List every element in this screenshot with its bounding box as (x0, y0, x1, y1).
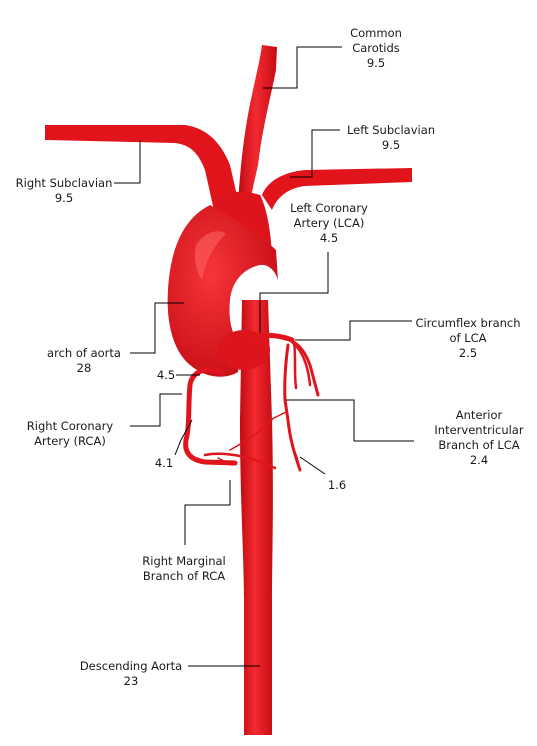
label-right-marginal-line2: Branch of RCA (142, 569, 226, 583)
label-arch: arch of aorta 28 (47, 346, 121, 376)
leader-arch (130, 302, 184, 354)
label-circumflex: Circumflex branch of LCA 2.5 (415, 316, 520, 361)
leader-circumflex (295, 320, 412, 341)
label-rca-branch-value: 4.1 (154, 456, 174, 470)
label-descending-aorta-line1: Descending Aorta (79, 659, 183, 673)
label-aib-line1: Anterior (455, 408, 503, 422)
label-lca-line2: Artery (LCA) (293, 216, 365, 230)
leader-rca-branch (174, 419, 193, 456)
right-coronary-branches (183, 367, 277, 470)
left-coronary-branches (252, 332, 320, 472)
label-small-branch-value: 1.6 (327, 478, 347, 492)
leader-anterior-interventricular (286, 399, 414, 442)
leader-left-subclavian (290, 129, 340, 178)
label-right-marginal: Right Marginal Branch of RCA (142, 554, 225, 584)
left-subclavian (262, 168, 412, 210)
leader-rca (130, 393, 182, 427)
descending-aorta (240, 300, 273, 735)
aortic-arch (167, 205, 278, 377)
label-left-subclavian-line1: Left Subclavian (346, 123, 436, 137)
leader-small-branch (299, 456, 326, 475)
label-descending-aorta: Descending Aorta 23 (80, 659, 182, 689)
label-circumflex-line1: Circumflex branch (415, 316, 521, 330)
label-aib-line3: Branch of LCA (438, 438, 520, 452)
common-carotid (238, 45, 277, 210)
label-rca-line1: Right Coronary (26, 419, 114, 433)
right-subclavian (45, 125, 238, 215)
label-rca-origin-value: 4.5 (156, 368, 176, 382)
label-descending-aorta-value: 23 (123, 674, 139, 688)
label-aib-value: 2.4 (469, 453, 489, 467)
leader-right-subclavian (114, 140, 141, 184)
label-common-carotids: Common Carotids 9.5 (350, 26, 402, 71)
arch-highlight (194, 231, 226, 280)
label-right-subclavian: Right Subclavian 9.5 (16, 176, 113, 206)
label-circumflex-line2: of LCA (449, 331, 487, 345)
label-circumflex-value: 2.5 (458, 346, 478, 360)
leader-right-marginal (184, 480, 231, 545)
label-common-carotids-value: 9.5 (366, 56, 386, 70)
label-rca-line2: Artery (RCA) (34, 434, 106, 448)
label-aib-line2: Interventricular (434, 423, 524, 437)
label-left-subclavian-value: 9.5 (381, 138, 401, 152)
label-right-subclavian-line1: Right Subclavian (15, 176, 113, 190)
leader-lines (114, 46, 414, 667)
label-lca-value: 4.5 (319, 231, 339, 245)
label-rca-branch: 4.1 (155, 456, 173, 471)
leader-common-carotids (263, 46, 342, 89)
label-arch-value: 28 (76, 361, 92, 375)
label-common-carotids-line1: Common (350, 26, 402, 40)
label-common-carotids-line2: Carotids (352, 41, 400, 55)
label-small-branch: 1.6 (328, 478, 346, 493)
label-lca-line1: Left Coronary (290, 201, 368, 215)
label-rca: Right Coronary Artery (RCA) (27, 419, 113, 449)
label-anterior-interventricular: Anterior Interventricular Branch of LCA … (434, 408, 523, 468)
label-right-marginal-line1: Right Marginal (142, 554, 226, 568)
leader-lca (259, 252, 329, 333)
label-right-subclavian-value: 9.5 (54, 191, 74, 205)
label-rca-origin: 4.5 (157, 368, 175, 383)
label-left-subclavian: Left Subclavian 9.5 (347, 123, 435, 153)
label-lca: Left Coronary Artery (LCA) 4.5 (290, 201, 368, 246)
label-arch-line1: arch of aorta (47, 346, 121, 360)
aortic-root (218, 330, 270, 370)
